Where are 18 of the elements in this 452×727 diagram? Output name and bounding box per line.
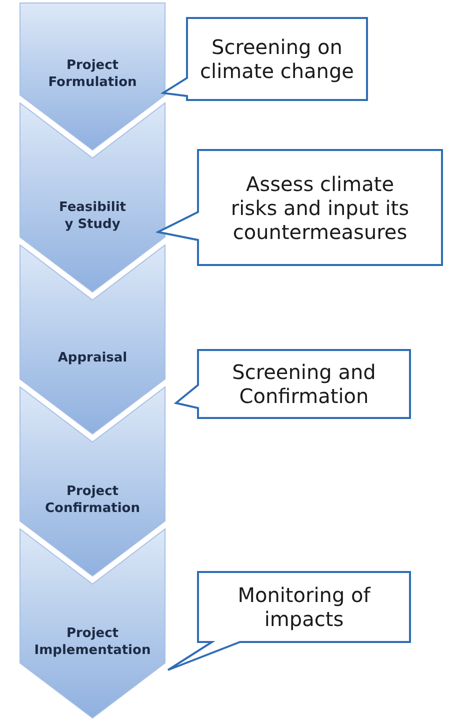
speech-bubble — [174, 348, 412, 420]
step-label: Project Implementation — [33, 626, 152, 660]
chevron-step — [18, 1, 167, 152]
chevron-step — [18, 243, 167, 436]
callout-text: Screening and Confirmation — [231, 360, 377, 408]
step-label: Project Confirmation — [44, 484, 141, 518]
chevron-step — [18, 385, 167, 578]
speech-bubble — [156, 148, 444, 267]
speech-bubble — [166, 570, 412, 672]
callout-text: Assess climate risks and input its countermeasures — [230, 172, 410, 244]
callout-text: Screening on climate change — [199, 35, 355, 83]
step-label: Appraisal — [56, 350, 128, 368]
chevron-step — [18, 101, 167, 294]
chevron-step — [18, 527, 167, 720]
speech-bubble — [161, 16, 369, 102]
step-label: Project Formulation — [47, 58, 138, 92]
step-label: Feasibilit y Study — [58, 200, 128, 234]
callout-text: Monitoring of impacts — [236, 583, 372, 631]
